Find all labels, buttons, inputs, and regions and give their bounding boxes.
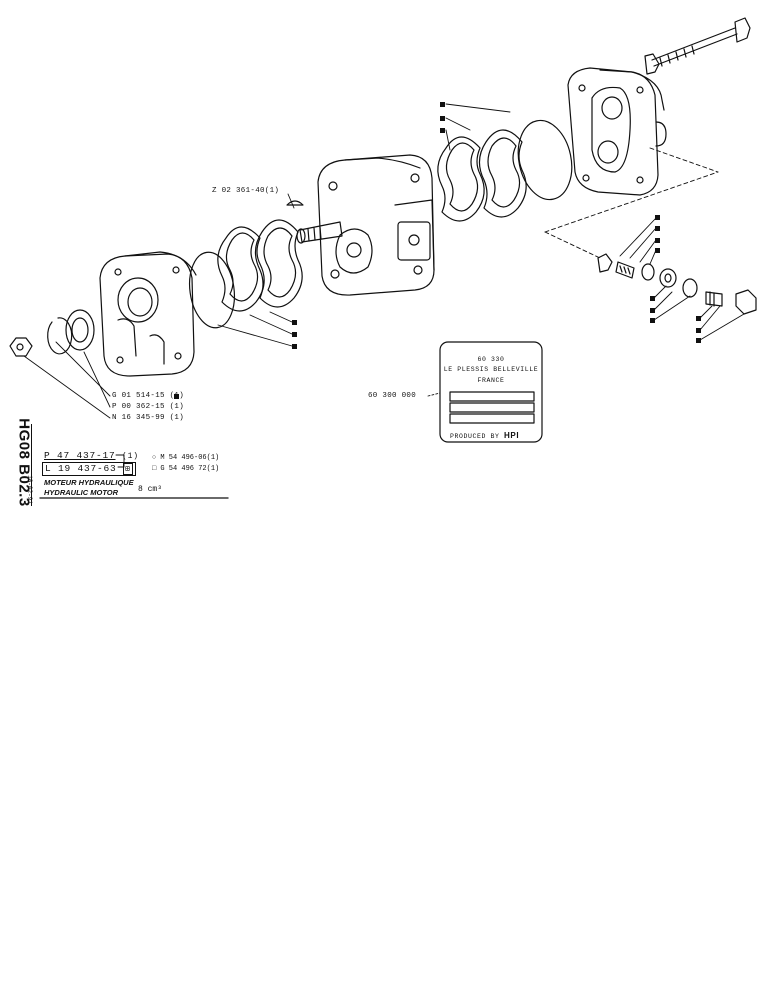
reference-primary: P 47 437-17 (1)	[44, 450, 139, 461]
filled-square-marker	[650, 318, 655, 323]
filled-square-marker	[655, 226, 660, 231]
nameplate-line-2: LE PLESSIS BELLEVILLE	[443, 366, 539, 373]
filled-square-marker	[655, 248, 660, 253]
callout-circlip: G 01 514-15 (1)	[112, 392, 185, 400]
callout-seal: P 00 362-15 (1)	[112, 403, 185, 411]
front-flange	[99, 251, 197, 377]
callout-key: Z 02 361-40(1)	[212, 187, 280, 195]
filled-square-marker	[440, 102, 445, 107]
o-ring-left	[188, 251, 236, 329]
large-o-ring	[517, 119, 573, 201]
filled-square-marker	[440, 128, 445, 133]
filled-square-marker	[696, 338, 701, 343]
lip-seal	[65, 309, 95, 351]
hollow-circle-marker-icon: ○	[152, 454, 157, 462]
circlip	[47, 317, 73, 355]
shaft-nut	[9, 337, 33, 357]
filled-square-marker	[696, 328, 701, 333]
filled-square-marker	[440, 116, 445, 121]
filled-square-marker	[650, 308, 655, 313]
reference-primary-qty: (1)	[122, 452, 139, 461]
alternative-2: □ G 54 496 72(1)	[152, 465, 219, 473]
alternative-2-ref: G 54 496 72(1)	[160, 465, 220, 473]
title-en: HYDRAULIC MOTOR	[44, 488, 119, 497]
reference-primary-number: P 47 437-17	[44, 450, 116, 461]
nameplate-drawing	[439, 341, 543, 443]
displacement: 8 cm³	[138, 485, 163, 494]
reference-secondary-number: L 19 437-63	[45, 463, 117, 474]
seal-group-right	[437, 129, 527, 222]
filled-square-marker	[174, 394, 179, 399]
filled-square-marker	[650, 296, 655, 301]
callout-nut: N 16 345-99 (1)	[112, 414, 185, 422]
sheet-code-block: HG08 B02.3 18-02-91	[9, 418, 33, 506]
filled-square-marker	[292, 320, 297, 325]
filled-square-marker	[292, 332, 297, 337]
relief-valve-parts	[597, 253, 757, 315]
seal-group-left	[217, 219, 303, 312]
bolt	[644, 17, 751, 75]
alternative-1: ○ M 54 496-06(1)	[152, 454, 219, 462]
nameplate-produced-by: PRODUCED BY HPI	[450, 431, 519, 440]
nameplate-line-3: FRANCE	[477, 377, 505, 384]
nameplate-line-1: 60 330	[477, 356, 505, 363]
filled-square-marker	[292, 344, 297, 349]
pump-body	[286, 154, 435, 296]
reference-secondary: L 19 437-63 ⊞	[42, 462, 136, 476]
rear-cover	[567, 67, 667, 196]
sheet-date: 18-02-91	[25, 475, 33, 504]
hpi-logo: HPI	[504, 431, 520, 440]
produced-by-label: PRODUCED BY	[450, 433, 500, 440]
title-fr: MOTEUR HYDRAULIQUE	[44, 478, 134, 487]
hollow-square-marker-icon: □	[152, 465, 157, 473]
alternative-1-ref: M 54 496-06(1)	[160, 454, 220, 462]
filled-square-marker	[655, 238, 660, 243]
callout-plate-ref: 60 300 000	[368, 392, 417, 400]
filled-square-marker	[696, 316, 701, 321]
tractor-icon: ⊞	[123, 463, 133, 475]
filled-square-marker	[655, 215, 660, 220]
